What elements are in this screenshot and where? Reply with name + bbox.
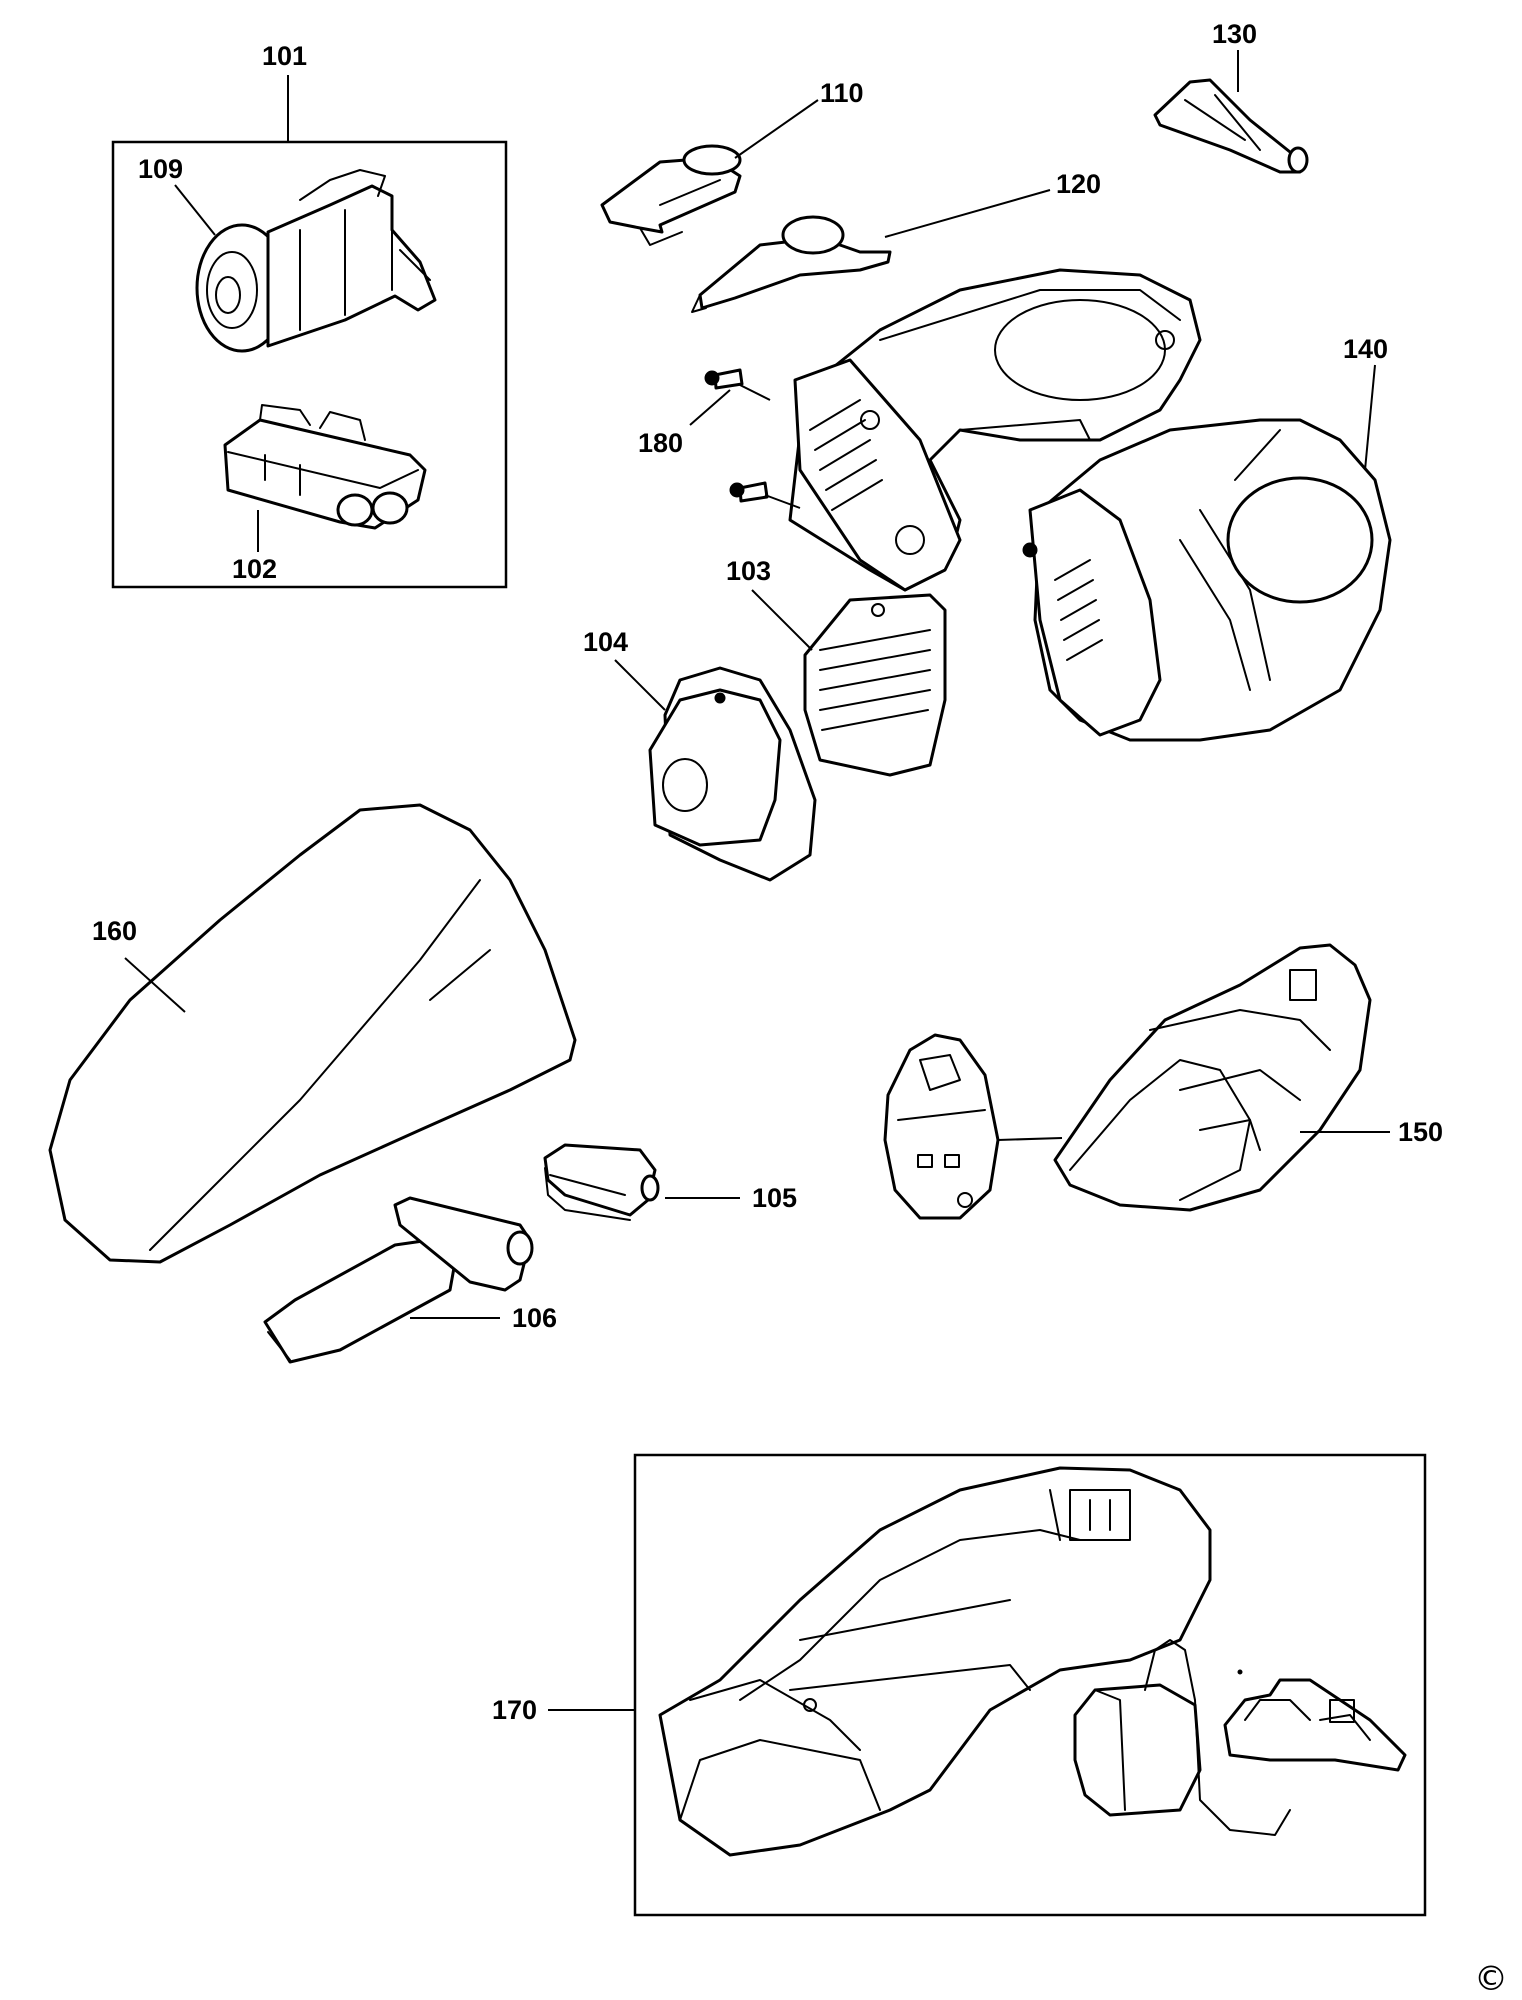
part-170-connector <box>1223 1669 1407 1772</box>
part-106-crevice-tool <box>263 1196 534 1364</box>
label-103: 103 <box>726 556 771 586</box>
part-102-battery <box>223 404 427 530</box>
leader-180a <box>689 389 731 426</box>
part-160-bowl <box>48 803 577 1264</box>
label-109: 109 <box>138 154 183 184</box>
part-130-latch <box>1153 78 1309 174</box>
label-120: 120 <box>1056 169 1101 199</box>
label-180: 180 <box>638 428 683 458</box>
part-170-charging-base <box>658 1466 1212 1857</box>
label-105: 105 <box>752 1183 797 1213</box>
label-106: 106 <box>512 1303 557 1333</box>
label-170: 170 <box>492 1695 537 1725</box>
label-130: 130 <box>1212 19 1257 49</box>
copyright-mark: © <box>1474 1959 1508 1999</box>
part-170-adapter <box>1073 1639 1291 1836</box>
leader-180b <box>739 384 771 401</box>
assembly-101-group: 101 109 102 <box>111 41 508 589</box>
part-120-button <box>691 215 892 313</box>
leader-160 <box>124 957 186 1013</box>
part-140-housing-outer <box>1022 418 1392 742</box>
label-140: 140 <box>1343 334 1388 364</box>
leader-110 <box>734 99 819 159</box>
label-150: 150 <box>1398 1117 1443 1147</box>
leader-104 <box>614 659 666 711</box>
leader-109 <box>174 184 216 236</box>
part-110-switch <box>600 144 742 246</box>
label-102: 102 <box>232 554 277 584</box>
leader-120 <box>884 189 1051 238</box>
assembly-170-box <box>633 1453 1427 1917</box>
label-110: 110 <box>820 78 864 108</box>
assembly-170-group: 170 <box>492 1453 1427 1917</box>
assembly-101-box <box>111 140 508 589</box>
part-104-filter-housing <box>648 666 817 882</box>
part-housing-inner <box>788 268 1202 592</box>
label-104: 104 <box>583 627 628 657</box>
leader-140 <box>1364 364 1376 471</box>
part-105-brush <box>543 1143 660 1221</box>
label-101: 101 <box>262 41 307 71</box>
part-109-motor <box>195 169 437 353</box>
part-103-filter <box>803 593 947 777</box>
label-160: 160 <box>92 916 137 946</box>
leader-180c <box>764 494 801 509</box>
leader-103 <box>751 589 813 651</box>
part-180-screws <box>704 368 769 503</box>
part-150-base-housing <box>883 943 1372 1220</box>
